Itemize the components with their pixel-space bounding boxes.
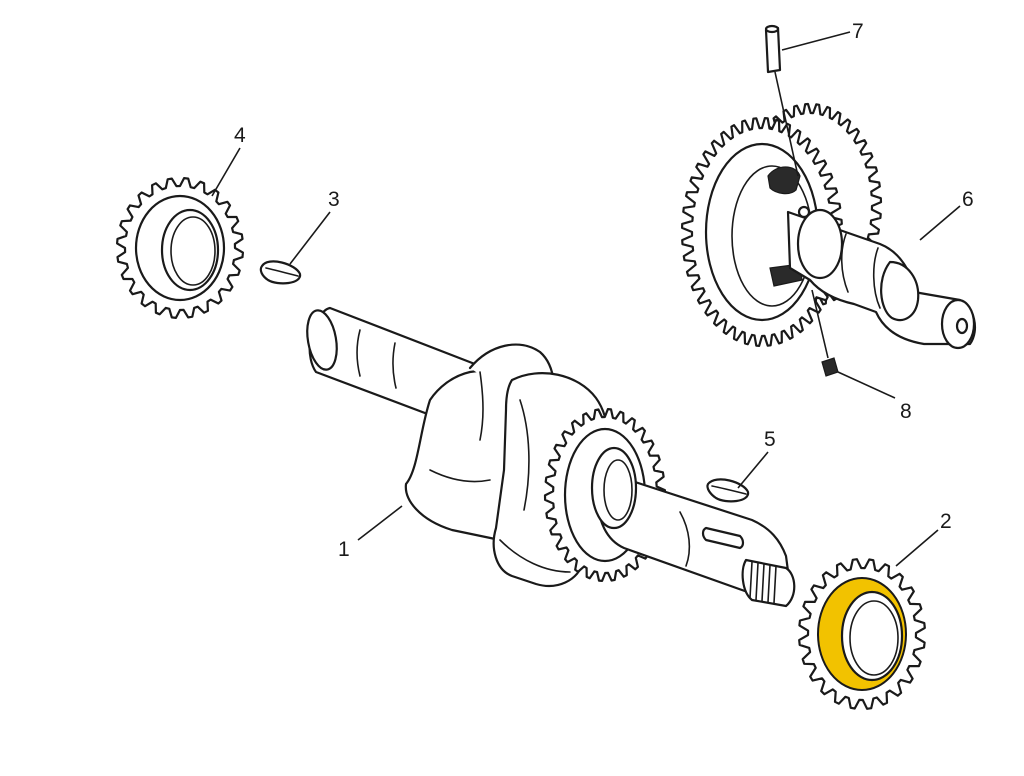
leader-line-3 (289, 211, 331, 265)
key-right-part (706, 478, 750, 503)
callout-crank-gear: 2 (940, 510, 952, 533)
callout-camshaft: 6 (962, 188, 974, 211)
spring-ball-part (811, 289, 839, 377)
leader-line-6 (919, 205, 961, 241)
callout-pin: 7 (852, 20, 864, 43)
callout-crankshaft: 1 (338, 538, 350, 561)
crank-gear-part[interactable] (798, 558, 926, 710)
leader-line-1 (357, 505, 403, 541)
governor-gear-part (115, 177, 244, 319)
pin-part (764, 24, 799, 177)
camshaft-part (680, 102, 977, 350)
callout-governor-gear: 4 (234, 124, 246, 147)
leader-line-8 (837, 371, 896, 399)
leader-line-2 (895, 529, 939, 567)
crankshaft-part (306, 306, 796, 608)
leader-line-5 (737, 451, 769, 489)
callout-key-right: 5 (764, 428, 776, 451)
key-left-part (259, 260, 302, 285)
leader-line-7 (781, 31, 851, 51)
callout-key-left: 3 (328, 188, 340, 211)
callout-spring-ball: 8 (900, 400, 912, 423)
leader-line-4 (211, 147, 241, 197)
